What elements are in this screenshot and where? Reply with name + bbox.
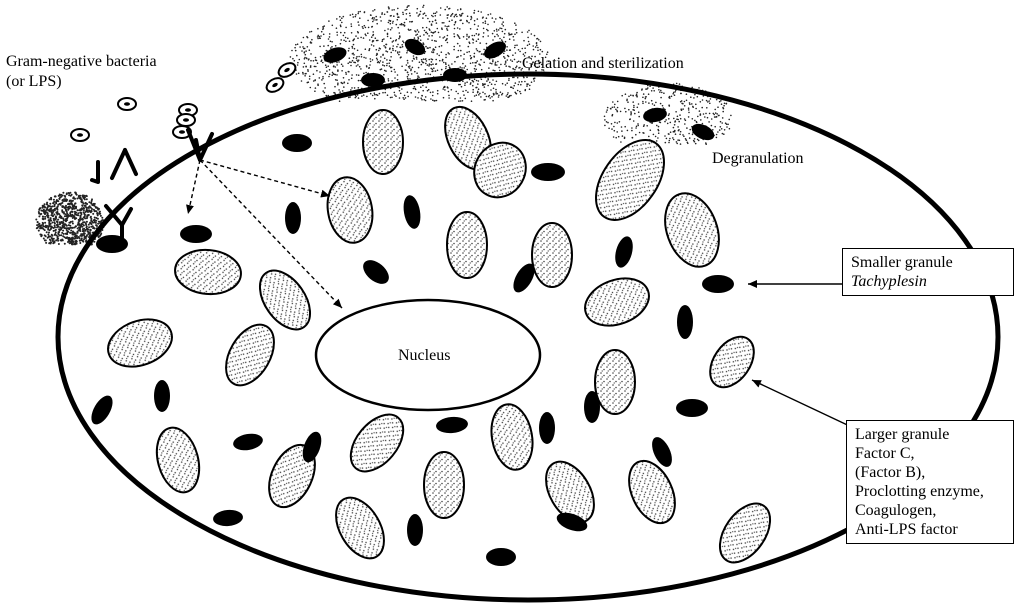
bacterium (177, 114, 195, 126)
smaller-granule-content: Tachyplesin (851, 272, 1005, 291)
signal-arrow (200, 160, 330, 196)
larger-granule (578, 270, 655, 334)
smaller-granule (285, 202, 301, 234)
smaller-granule (584, 391, 600, 423)
smaller-granule (676, 399, 708, 417)
larger-granule-item: Coagulogen, (855, 501, 1005, 520)
larger-granule (173, 247, 243, 297)
bacterium (118, 98, 136, 110)
smaller-granule (401, 194, 423, 230)
smaller-granule (677, 305, 693, 339)
larger-granule (216, 316, 284, 393)
larger-granule-box: Larger granule Factor C, (Factor B), Pro… (846, 420, 1014, 544)
smaller-granule (87, 392, 117, 428)
larger-granule (447, 212, 487, 278)
larger-granule-item: Anti-LPS factor (855, 520, 1005, 539)
larger-granule (710, 494, 781, 571)
smaller-granule-title: Smaller granule (851, 253, 1005, 272)
larger-granule-item: Factor C, (855, 444, 1005, 463)
smaller-granule (435, 416, 468, 435)
smaller-granule (702, 275, 734, 293)
larger-granule-item: (Factor B), (855, 463, 1005, 482)
signal-arrow (188, 160, 200, 214)
exocytosing-granule (582, 128, 678, 233)
degranulation-label: Degranulation (712, 149, 804, 168)
bacteria-label-line2: (or LPS) (6, 72, 62, 91)
larger-granule (532, 223, 572, 287)
larger-granule (487, 401, 538, 473)
released-granule (361, 73, 385, 87)
larger-granule (595, 350, 635, 414)
smaller-granule (180, 225, 212, 243)
released-granule (443, 68, 467, 82)
smaller-granule-box: Smaller granule Tachyplesin (842, 248, 1014, 296)
released-granule (321, 44, 348, 65)
larger-granule (620, 454, 684, 531)
smaller-granule (612, 234, 636, 269)
smaller-granule (232, 432, 264, 453)
exocytosing-granule (363, 110, 403, 174)
released-granule (402, 35, 428, 58)
larger-granule (326, 489, 394, 566)
gelation-label: Gelation and sterilization (522, 54, 684, 73)
bacterium (264, 75, 286, 94)
larger-granule-title: Larger granule (855, 425, 1005, 444)
pointer-arrows (748, 284, 858, 430)
bacteria-label-line1: Gram-negative bacteria (6, 52, 157, 71)
smaller-granule (359, 255, 394, 288)
larger-granule (150, 423, 206, 497)
larger-granule (323, 174, 378, 247)
nucleus-label: Nucleus (398, 346, 450, 365)
bacterium (276, 60, 298, 79)
bacteria (71, 60, 298, 141)
larger-granule-item: Proclotting enzyme, (855, 482, 1005, 501)
larger-granule (424, 452, 464, 518)
smaller-granule (282, 134, 312, 152)
receptor (112, 150, 136, 178)
bacterium (71, 129, 89, 141)
larger-granule-arrow (752, 380, 858, 430)
larger-granule (656, 186, 729, 275)
smaller-granule (486, 548, 516, 566)
smaller-granule (531, 163, 565, 181)
smaller-granule (539, 412, 555, 444)
larger-granule (101, 311, 178, 375)
larger-granule (701, 329, 763, 396)
receptor (92, 162, 98, 182)
smaller-granule (154, 380, 170, 412)
smaller-granule (407, 514, 423, 546)
smaller-granule (212, 509, 243, 528)
larger-granule (340, 405, 413, 481)
